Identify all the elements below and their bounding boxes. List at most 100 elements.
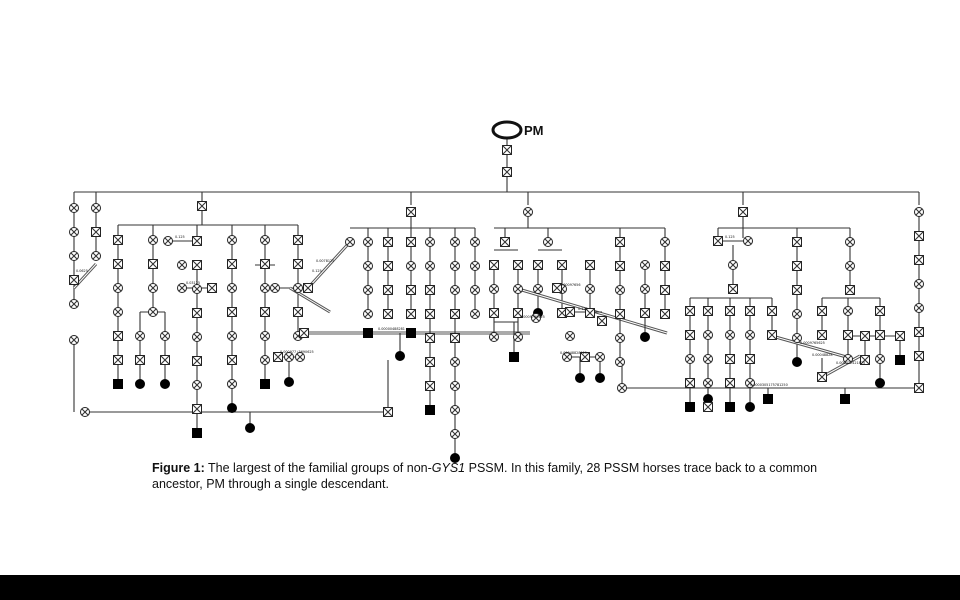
- female-unaffected-symbol: [845, 237, 855, 247]
- affected-male-symbol: [509, 352, 519, 362]
- inbreeding-coefficient: 0.03125: [186, 281, 200, 285]
- female-unaffected-symbol: [703, 330, 713, 340]
- male-unaffected-symbol: [585, 260, 595, 270]
- pedigree-chart: 0.06250.1250.031250.00781250.1250.000977…: [69, 120, 924, 463]
- male-unaffected-symbol: [489, 260, 499, 270]
- inbreeding-coefficient: 0.0078125: [316, 259, 334, 263]
- male-unaffected-symbol: [817, 330, 827, 340]
- female-unaffected-symbol: [470, 285, 480, 295]
- female-unaffected-symbol: [703, 378, 713, 388]
- female-unaffected-symbol: [450, 261, 460, 271]
- caption-gene-name: GYS1: [431, 461, 466, 475]
- female-unaffected-symbol: [295, 352, 305, 362]
- affected-female-symbol: [160, 379, 170, 389]
- affected-female-symbol: [284, 377, 294, 387]
- female-unaffected-symbol: [743, 236, 753, 246]
- male-unaffected-symbol: [406, 207, 416, 217]
- female-unaffected-symbol: [914, 303, 924, 313]
- female-unaffected-symbol: [260, 355, 270, 365]
- female-unaffected-symbol: [617, 383, 627, 393]
- male-unaffected-symbol: [197, 201, 207, 211]
- male-unaffected-symbol: [745, 354, 755, 364]
- female-unaffected-symbol: [531, 313, 541, 323]
- affected-male-symbol: [895, 355, 905, 365]
- male-unaffected-symbol: [303, 283, 313, 293]
- female-unaffected-symbol: [533, 284, 543, 294]
- female-unaffected-symbol: [565, 331, 575, 341]
- female-unaffected-symbol: [227, 283, 237, 293]
- male-unaffected-symbol: [615, 261, 625, 271]
- male-unaffected-symbol: [406, 309, 416, 319]
- female-unaffected-symbol: [91, 251, 101, 261]
- female-unaffected-symbol: [177, 283, 187, 293]
- male-unaffected-symbol: [425, 357, 435, 367]
- female-unaffected-symbol: [69, 299, 79, 309]
- male-unaffected-symbol: [135, 355, 145, 365]
- inbreeding-coefficient: 0.0009765625: [520, 315, 545, 319]
- male-unaffected-symbol: [502, 167, 512, 177]
- caption-figure-label: Figure 1:: [152, 461, 205, 475]
- male-unaffected-symbol: [767, 330, 777, 340]
- female-unaffected-symbol: [703, 354, 713, 364]
- male-unaffected-symbol: [192, 356, 202, 366]
- male-unaffected-symbol: [273, 352, 283, 362]
- female-unaffected-symbol: [660, 237, 670, 247]
- female-unaffected-symbol: [745, 330, 755, 340]
- female-unaffected-symbol: [113, 307, 123, 317]
- male-unaffected-symbol: [585, 308, 595, 318]
- affected-female-symbol: [792, 357, 802, 367]
- female-unaffected-symbol: [69, 251, 79, 261]
- affected-female-symbol: [640, 332, 650, 342]
- female-unaffected-symbol: [135, 331, 145, 341]
- male-unaffected-symbol: [406, 237, 416, 247]
- female-unaffected-symbol: [615, 333, 625, 343]
- male-unaffected-symbol: [552, 283, 562, 293]
- male-unaffected-symbol: [383, 285, 393, 295]
- female-unaffected-symbol: [450, 285, 460, 295]
- male-unaffected-symbol: [713, 236, 723, 246]
- male-unaffected-symbol: [383, 309, 393, 319]
- female-unaffected-symbol: [513, 332, 523, 342]
- female-unaffected-symbol: [615, 357, 625, 367]
- male-unaffected-symbol: [260, 259, 270, 269]
- male-unaffected-symbol: [69, 275, 79, 285]
- affected-male-symbol: [425, 405, 435, 415]
- female-unaffected-symbol: [160, 331, 170, 341]
- pedigree-nodes: [69, 145, 924, 463]
- inbreeding-coefficient: 0.125: [175, 235, 185, 239]
- male-unaffected-symbol: [565, 307, 575, 317]
- female-unaffected-symbol: [260, 283, 270, 293]
- male-unaffected-symbol: [425, 309, 435, 319]
- female-unaffected-symbol: [523, 207, 533, 217]
- male-unaffected-symbol: [767, 306, 777, 316]
- male-unaffected-symbol: [738, 207, 748, 217]
- male-unaffected-symbol: [293, 235, 303, 245]
- affected-male-symbol: [260, 379, 270, 389]
- female-unaffected-symbol: [148, 307, 158, 317]
- female-unaffected-symbol: [363, 309, 373, 319]
- female-unaffected-symbol: [163, 236, 173, 246]
- inbreeding-loop-line-inner: [821, 355, 861, 378]
- female-unaffected-symbol: [260, 235, 270, 245]
- male-unaffected-symbol: [914, 351, 924, 361]
- inbreeding-coefficient: 0.000732421875: [836, 361, 865, 365]
- affected-female-symbol: [395, 351, 405, 361]
- male-unaffected-symbol: [792, 285, 802, 295]
- female-unaffected-symbol: [363, 261, 373, 271]
- male-unaffected-symbol: [875, 306, 885, 316]
- affected-male-symbol: [763, 394, 773, 404]
- female-unaffected-symbol: [113, 283, 123, 293]
- female-unaffected-symbol: [192, 332, 202, 342]
- female-unaffected-symbol: [543, 237, 553, 247]
- female-unaffected-symbol: [685, 354, 695, 364]
- male-unaffected-symbol: [160, 355, 170, 365]
- female-unaffected-symbol: [425, 261, 435, 271]
- male-unaffected-symbol: [450, 333, 460, 343]
- male-unaffected-symbol: [113, 355, 123, 365]
- male-unaffected-symbol: [660, 285, 670, 295]
- male-unaffected-symbol: [875, 330, 885, 340]
- male-unaffected-symbol: [817, 306, 827, 316]
- proband-highlight-ring: [491, 120, 523, 140]
- female-unaffected-symbol: [227, 331, 237, 341]
- male-unaffected-symbol: [843, 330, 853, 340]
